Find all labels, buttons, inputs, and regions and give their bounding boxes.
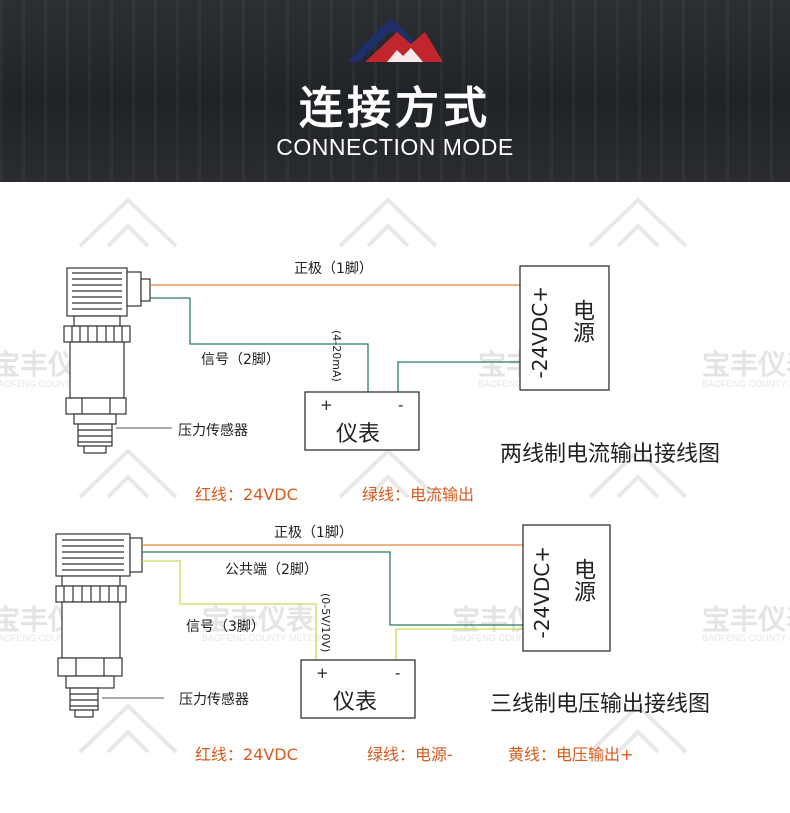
meter-plus-sign: + <box>316 664 329 682</box>
red-wire-note: 红线：24VDC <box>195 745 298 764</box>
power-voltage-label: -24VDC+ <box>530 546 554 639</box>
meter-minus-sign: - <box>395 664 401 682</box>
wire-yellow-return <box>395 628 523 660</box>
green-wire-note: 绿线：电源- <box>367 745 453 764</box>
common-pin-label: 公共端（2脚） <box>225 562 318 578</box>
power-voltage-label: -24VDC+ <box>528 286 552 379</box>
mountain-logo-icon <box>347 18 443 62</box>
watermark-sub: BAOFENG COUNTY METER <box>702 379 790 389</box>
meter-box-1 <box>304 391 420 451</box>
power-supply-box-2 <box>522 524 611 652</box>
meter-minus-sign: - <box>398 396 404 414</box>
page-subtitle: CONNECTION MODE <box>276 134 514 160</box>
watermark-mountain-icon <box>78 197 688 754</box>
green-wire-note: 绿线：电流输出 <box>362 485 475 504</box>
watermark-sub: BAOFENG COUNTY METER <box>202 633 321 643</box>
watermark-brand: 宝丰仪表 <box>202 603 315 636</box>
sensor-label: 压力传感器 <box>179 692 249 708</box>
watermark-sub: BAOFENG COUNTY METER <box>702 633 790 643</box>
meter-plus-sign: + <box>320 396 333 414</box>
positive-pin-label: 正极（1脚） <box>294 261 373 277</box>
meter-name: 仪表 <box>336 422 381 447</box>
pressure-sensor-2-icon <box>55 533 143 718</box>
watermark-sub: BAOFENG COUNTY METER <box>0 633 111 643</box>
wire-yellow-signal <box>142 560 317 660</box>
pressure-sensor-1-icon <box>63 267 151 454</box>
page-title: 连接方式 <box>299 83 491 134</box>
meter-box-2 <box>300 659 416 719</box>
wire-green-return <box>397 361 520 392</box>
wire-green-common <box>142 551 523 626</box>
yellow-wire-note: 黄线：电压输出+ <box>508 745 634 764</box>
watermark-sub: BAOFENG COUNTY METER <box>452 633 571 643</box>
watermark-sub: BAOFENG COUNTY METER <box>0 379 111 389</box>
signal-pin-label: 信号（3脚） <box>186 619 265 635</box>
header-banner: 连接方式 CONNECTION MODE <box>0 0 790 182</box>
current-range-label: (4-20mA) <box>330 330 343 382</box>
power-supply-name: 电源 <box>569 299 594 343</box>
two-wire-caption: 两线制电流输出接线图 <box>500 442 721 467</box>
wiring-diagram-graphics <box>55 197 688 754</box>
meter-name: 仪表 <box>333 690 378 715</box>
red-wire-note: 红线：24VDC <box>195 485 298 504</box>
power-supply-box-1 <box>519 265 610 391</box>
sensor-label: 压力传感器 <box>178 423 248 439</box>
watermark-brand: 宝丰仪表 <box>702 603 790 636</box>
positive-pin-label: 正极（1脚） <box>274 525 353 541</box>
three-wire-caption: 三线制电压输出接线图 <box>490 692 711 717</box>
signal-pin-label: 信号（2脚） <box>201 352 280 368</box>
wire-green-signal <box>150 297 369 392</box>
power-supply-name: 电源 <box>570 558 595 602</box>
watermark-brand: 宝丰仪表 <box>702 348 790 381</box>
voltage-range-label: (0-5V/10V) <box>319 593 332 653</box>
